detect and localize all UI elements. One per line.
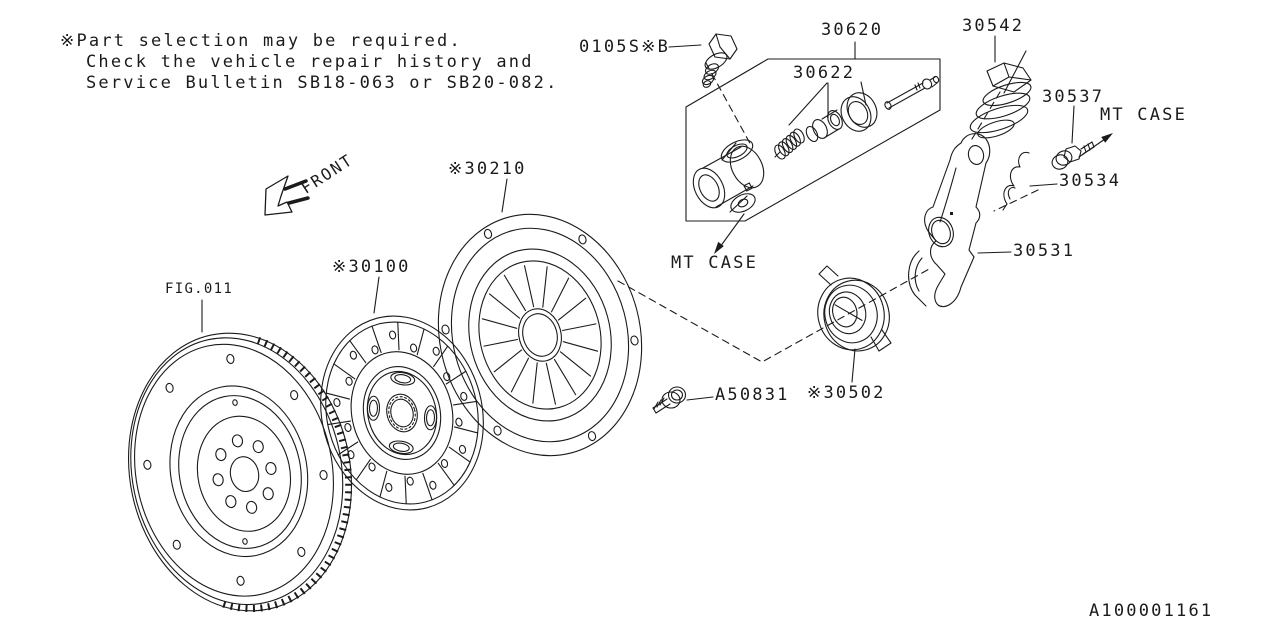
pushrod-drawing (884, 75, 940, 110)
callout-clutch-disc[interactable]: ※30100 (332, 257, 411, 277)
callout-flywheel-bolt[interactable]: A50831 (715, 385, 790, 405)
callout-pressure-plate[interactable]: ※30210 (448, 159, 527, 179)
piston-drawing (805, 109, 843, 143)
clutch-disc-drawing (320, 315, 484, 511)
note-line-2: Check the vehicle repair history and (86, 52, 534, 72)
flywheel-bolt-drawing (652, 386, 687, 414)
diagram-id: A100001161 (1089, 601, 1214, 621)
callout-clip[interactable]: 30534 (1059, 171, 1122, 191)
callout-release-fork[interactable]: 30531 (1013, 241, 1076, 261)
callout-release-bearing[interactable]: ※30502 (807, 383, 886, 403)
slave-cylinder-drawing (692, 139, 765, 213)
mt-case-label-right: MT CASE (1100, 105, 1188, 125)
callout-bolt-0105s[interactable]: 0105S※B (579, 37, 671, 57)
note-line-1: ※Part selection may be required. (60, 31, 462, 51)
front-arrow (264, 175, 310, 216)
clip-drawing (1002, 151, 1030, 211)
figure-ref-label[interactable]: FIG.011 (165, 281, 234, 297)
callout-repair-kit[interactable]: 30622 (793, 63, 856, 83)
pressure-plate-drawing (437, 213, 643, 457)
mt-case-arrows (714, 133, 1113, 254)
axis-dashed-lines (617, 62, 1039, 363)
callout-cylinder-assy[interactable]: 30620 (821, 20, 884, 40)
mt-case-label-center: MT CASE (671, 253, 759, 273)
cylinder-kit-box (685, 58, 941, 222)
spring-drawing (774, 128, 805, 160)
leader-lines (201, 35, 1075, 401)
note-line-3: Service Bulletin SB18-063 or SB20-082. (86, 73, 559, 93)
callout-boot[interactable]: 30542 (962, 16, 1025, 36)
boot-drawing (969, 62, 1032, 139)
callout-pivot-bolt[interactable]: 30537 (1042, 87, 1105, 107)
release-fork-drawing (908, 133, 991, 308)
release-bearing-drawing (817, 265, 892, 352)
cup-drawing (840, 92, 878, 132)
pivot-bolt-drawing (1051, 141, 1095, 170)
